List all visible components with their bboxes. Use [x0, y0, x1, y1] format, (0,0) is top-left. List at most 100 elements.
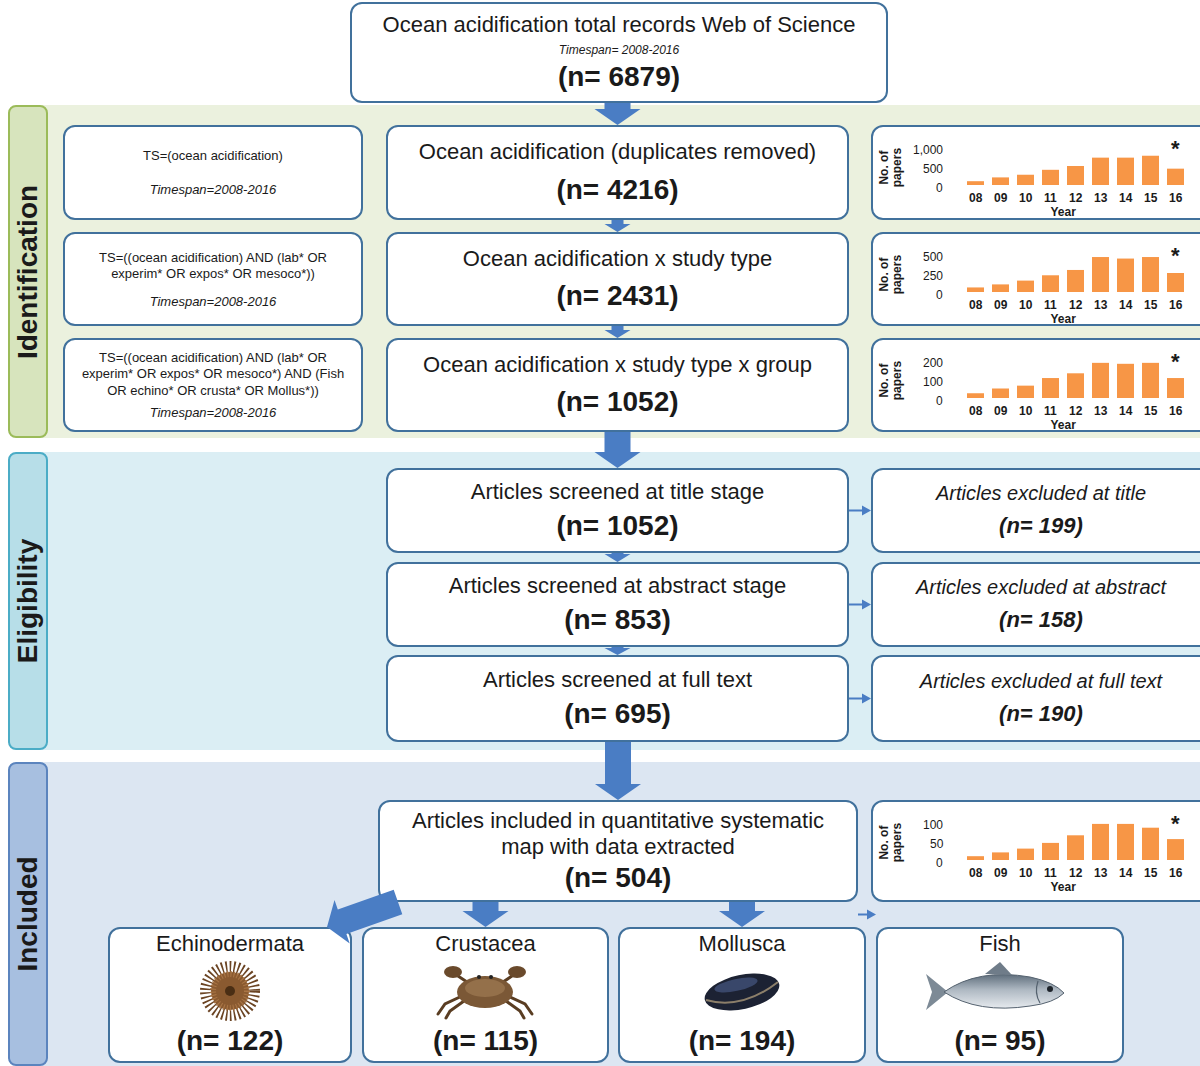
chart-text-slot: Year [1051, 202, 1076, 220]
chart-text-slot: 12 [1069, 295, 1082, 313]
axis-title: No. of papers [878, 244, 903, 304]
year-label: 08 [969, 191, 982, 205]
count-label: Timespan=2008-2016 [150, 294, 277, 309]
partial-year-marker: * [1171, 136, 1180, 162]
crab-eye [489, 975, 493, 979]
chart-text-slot: 15 [1144, 188, 1157, 206]
bar [967, 181, 984, 185]
chart-text-slot: 09 [994, 863, 1007, 881]
chart-text-slot: 15 [1144, 401, 1157, 419]
box-label: Ocean acidification x study type x group [423, 352, 812, 378]
band-label: Included [12, 856, 44, 971]
tick-label: 200 [923, 356, 943, 370]
urchin-spines [206, 967, 254, 1015]
bar [992, 852, 1009, 860]
bar [1167, 378, 1184, 398]
chart-text-slot: * [1171, 349, 1180, 375]
urchin-centre [225, 986, 235, 996]
crab-claw [508, 966, 526, 978]
chart-text-slot: No. of papers [861, 830, 921, 855]
phase-band: EligibilityArticles screened at title st… [8, 452, 1200, 750]
bar [1092, 257, 1109, 292]
year-label: 11 [1044, 191, 1057, 205]
tick-label: 50 [930, 837, 943, 851]
bar-series [967, 156, 1184, 860]
chart-text-slot: 11 [1044, 295, 1057, 313]
count-label: (n= 194) [689, 1025, 796, 1057]
year-label: 15 [1144, 298, 1157, 312]
chart-text-slot: 10 [1019, 295, 1032, 313]
count-label: Timespan=2008-2016 [150, 182, 277, 197]
box-label: TS=((ocean acidification) AND (lab* OR e… [73, 350, 353, 399]
box-label: Articles screened at full text [483, 667, 752, 693]
bar [992, 284, 1009, 292]
mussel-highlight [713, 975, 759, 996]
crab-shell [457, 976, 513, 1008]
year-label: 12 [1069, 866, 1082, 880]
box-label: TS=(ocean acidification) [143, 148, 283, 164]
box-label: Ocean acidification x study type [463, 246, 772, 272]
chart-text-slot: 10 [1019, 188, 1032, 206]
box-label: Articles excluded at abstract [916, 576, 1166, 599]
chart-text-slot: 10 [1019, 401, 1032, 419]
chart-text-slot: 08 [969, 863, 982, 881]
bar [1117, 259, 1134, 292]
chart-text-slot: * [1171, 243, 1180, 269]
count-label: (n= 158) [999, 607, 1083, 633]
year-label: 16 [1169, 298, 1182, 312]
axis-title: Year [1051, 205, 1076, 219]
year-label: 10 [1019, 866, 1032, 880]
bar [1142, 363, 1159, 398]
year-label: 13 [1094, 298, 1107, 312]
year-label: 16 [1169, 866, 1182, 880]
bar [1142, 156, 1159, 185]
year-label: 15 [1144, 866, 1157, 880]
axis-title: Year [1051, 418, 1076, 432]
bar [1042, 275, 1059, 292]
chart-text-slot: 14 [1119, 863, 1132, 881]
chart-text-slot: 0 [936, 391, 943, 409]
year-label: 09 [994, 866, 1007, 880]
stage-box: Ocean acidification (duplicates removed)… [386, 125, 849, 220]
count-label: (n= 695) [564, 698, 671, 730]
chart-text-slot: 12 [1069, 401, 1082, 419]
chart-text-slot: 16 [1169, 863, 1182, 881]
count-label: (n= 6879) [558, 61, 680, 93]
fish-gill [1036, 981, 1040, 1003]
year-label: 12 [1069, 298, 1082, 312]
year-label: 13 [1094, 404, 1107, 418]
chart-text-slot: 11 [1044, 863, 1057, 881]
chart-text-slot: * [1171, 811, 1180, 837]
year-label: 09 [994, 404, 1007, 418]
search-query-box: TS=((ocean acidification) AND (lab* OR e… [63, 338, 363, 432]
chart-text-slot: 08 [969, 401, 982, 419]
bar [1092, 824, 1109, 860]
exclusion-arrow [858, 910, 876, 920]
year-label: 09 [994, 298, 1007, 312]
bar [1117, 824, 1134, 860]
year-label: 11 [1044, 866, 1057, 880]
count-label: (n= 115) [433, 1025, 538, 1057]
chart-text-slot: Year [1051, 415, 1076, 433]
step-arrow [605, 326, 631, 338]
year-label: 08 [969, 298, 982, 312]
count-label: (n= 4216) [556, 174, 678, 206]
sea-urchin-illustration [206, 967, 254, 1015]
bar [1042, 843, 1059, 860]
urchin-texture [213, 974, 247, 1008]
chart-text-slot: 0 [936, 178, 943, 196]
bar [1067, 270, 1084, 292]
chart-text-slot: 16 [1169, 188, 1182, 206]
bar [967, 287, 984, 292]
chart-text-slot: 14 [1119, 401, 1132, 419]
chart-text-slot: 09 [994, 401, 1007, 419]
year-label: 14 [1119, 191, 1132, 205]
year-label: 08 [969, 404, 982, 418]
chart-text-slot: 09 [994, 295, 1007, 313]
flow-arrow [595, 742, 641, 800]
count-label: (n= 2431) [556, 280, 678, 312]
tick-label: 500 [923, 162, 943, 176]
box-label: Fish [979, 931, 1021, 957]
box-label: Ocean acidification total records Web of… [383, 12, 856, 38]
bar [1017, 849, 1034, 860]
